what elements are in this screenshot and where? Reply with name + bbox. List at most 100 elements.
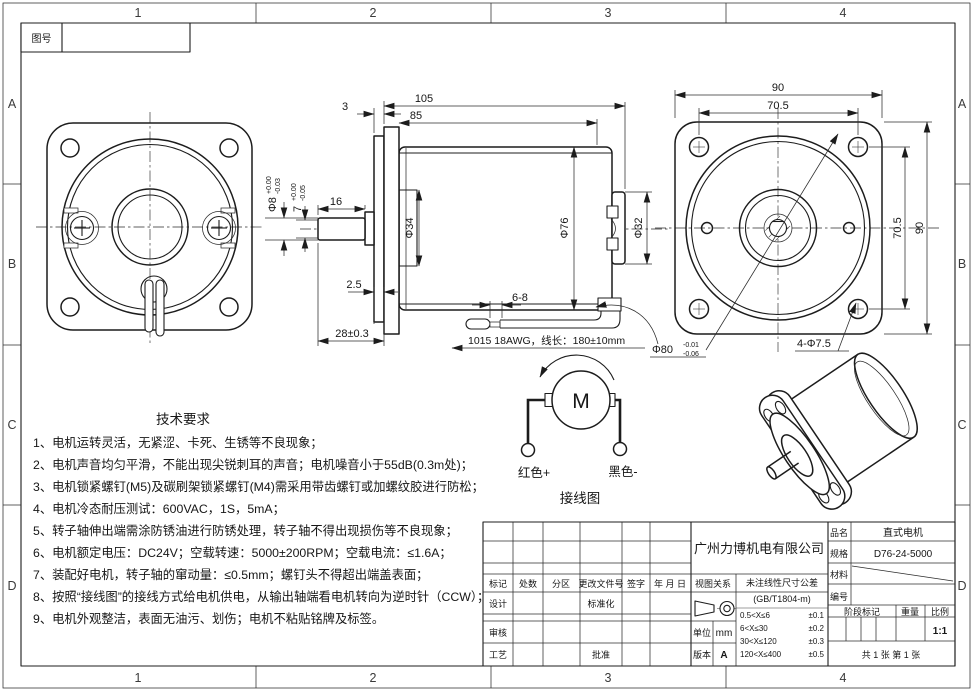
tol-range-2: 6<X≤30 <box>740 624 768 633</box>
zone-row-c-right: C <box>957 418 966 432</box>
right-screw-boss <box>202 207 236 249</box>
tech-requirement-4: 4、电机冷态耐压测试：600VAC，1S，5mA； <box>33 501 285 516</box>
process-label: 工艺 <box>489 650 507 660</box>
side-view <box>300 126 668 335</box>
rev-doc-header: 更改文件号 <box>578 578 623 589</box>
motor-symbol-label: M <box>572 390 590 413</box>
isometric-view <box>758 352 918 510</box>
left-screw-boss <box>63 207 99 249</box>
tech-requirement-8: 8、按照“接线图”的接线方式给电机供电，从输出轴端看电机转向为逆时针（CCW）； <box>33 589 489 604</box>
rev-count-header: 处数 <box>519 578 537 589</box>
material-blank-slash <box>851 565 954 582</box>
dim-7-group: 7 +0.00 -0.05 <box>291 183 307 212</box>
dim-70-5-right: 70.5 <box>892 217 904 238</box>
rear-corner-holes <box>688 136 869 320</box>
company-name: 广州力博机电有限公司 <box>694 541 824 556</box>
version-value: A <box>720 650 727 661</box>
tol-value-1: ±0.1 <box>808 611 824 620</box>
terminal-red <box>520 442 536 458</box>
dim-phi8-group: Φ8 +0.00 -0.03 <box>266 176 282 212</box>
dim-phi80: Φ80 <box>652 344 673 356</box>
dim-phi32: Φ32 <box>633 217 645 238</box>
sheet-count: 共 1 张 第 1 张 <box>862 649 921 660</box>
wiring-diagram: M 红色+ 黑色- 接线图 <box>518 354 638 506</box>
tech-requirement-9: 9、电机外观整洁，表面无油污、划伤；电机不粘贴铭牌及标签。 <box>33 611 384 626</box>
wiring-diagram-caption: 接线图 <box>560 490 601 506</box>
brush-cap <box>606 205 619 251</box>
tolerance-title: 未注线性尺寸公差 <box>746 577 818 588</box>
dim-2-5: 2.5 <box>346 279 361 291</box>
tech-requirement-1: 1、电机运转灵活，无紧涩、卡死、生锈等不良现象； <box>33 435 323 450</box>
dim-105: 105 <box>415 93 433 105</box>
check-label: 审核 <box>489 627 507 638</box>
tech-requirement-5: 5、转子轴伸出端需涂防锈油进行防锈处理，转子轴不得出现损伤等不良现象； <box>33 523 458 538</box>
dim-phi8: Φ8 <box>267 197 279 212</box>
dim-28: 28±0.3 <box>335 328 369 340</box>
spec-label: 规格 <box>830 548 848 559</box>
dim-phi8-upper-tol: +0.00 <box>266 176 273 194</box>
tol-range-1: 0.5<X≤6 <box>740 611 771 620</box>
tech-requirement-6: 6、电机额定电压：DC24V；空载转速：5000±200RPM；空载电流：≤1.… <box>33 545 452 560</box>
tech-requirement-2: 2、电机声音均匀平滑，不能出现尖锐刺耳的声音；电机噪音小于55dB(0.3m处)… <box>33 457 473 472</box>
dim-4-phi7-5: 4-Φ7.5 <box>797 338 831 350</box>
lead-wire-side <box>465 297 622 330</box>
design-label: 设计 <box>489 598 507 609</box>
zone-col-3-top: 3 <box>605 6 612 20</box>
zone-col-1-top: 1 <box>135 6 142 20</box>
tech-requirements-title: 技术要求 <box>156 412 210 427</box>
dim-phi76: Φ76 <box>559 217 571 238</box>
tol-value-2: ±0.2 <box>808 624 824 633</box>
drawing-number-box: 图号 <box>20 22 191 53</box>
terminal-black <box>612 441 628 457</box>
first-angle-projection-icon <box>694 600 736 617</box>
shaft-section <box>763 213 793 243</box>
zone-col-1-bottom: 1 <box>135 671 142 685</box>
version-label: 版本 <box>693 649 711 660</box>
dim-3: 3 <box>342 101 348 113</box>
technical-requirements: 技术要求 1、电机运转灵活，无紧涩、卡死、生锈等不良现象； 2、电机声音均匀平滑… <box>33 412 489 626</box>
dim-16: 16 <box>330 196 342 208</box>
zone-row-b-right: B <box>958 257 966 271</box>
product-name-value: 直式电机 <box>883 526 923 539</box>
scale-value: 1:1 <box>933 626 948 637</box>
dim-70-5-top: 70.5 <box>767 100 788 112</box>
dim-7-upper-tol: +0.00 <box>291 183 298 201</box>
dim-90-top: 90 <box>772 82 784 94</box>
zone-col-4-top: 4 <box>840 6 847 20</box>
stage-mark-label: 阶段标记 <box>844 606 880 617</box>
zone-col-2-top: 2 <box>370 6 377 20</box>
black-wire-label: 黑色- <box>608 464 637 479</box>
dim-phi80-group: Φ80 -0.01 -0.06 <box>595 133 839 358</box>
scale-label: 比例 <box>931 606 949 617</box>
zone-col-4-bottom: 4 <box>840 671 847 685</box>
unit-label: 单位 <box>693 627 711 638</box>
zone-row-a-left: A <box>8 97 17 111</box>
tech-requirement-3: 3、电机锁紧螺钉(M5)及碳刷架锁紧螺钉(M4)需采用带齿螺钉或加螺纹胶进行防松… <box>33 479 484 494</box>
zone-row-b-left: B <box>8 257 16 271</box>
zone-row-d-right: D <box>957 579 966 593</box>
rev-mark-header: 标记 <box>489 578 507 589</box>
tol-value-4: ±0.5 <box>808 650 824 659</box>
rev-date-header: 年 月 日 <box>654 578 686 589</box>
dim-phi34: Φ34 <box>404 217 416 238</box>
unit-value: mm <box>716 628 733 639</box>
tech-requirement-7: 7、装配好电机，转子轴的窜动量：≤0.5mm；螺钉头不得超出端盖表面； <box>33 567 428 582</box>
title-block: 标记 处数 分区 更改文件号 签字 年 月 日 设计 标准化 审核 工艺 批准 … <box>482 521 956 667</box>
zone-row-d-left: D <box>7 579 16 593</box>
view-relation-label: 视图关系 <box>695 578 731 589</box>
zone-row-c-left: C <box>7 418 16 432</box>
front-view <box>36 112 264 343</box>
approve-label: 批准 <box>592 649 610 660</box>
dim-85: 85 <box>410 110 422 122</box>
dim-90-right: 90 <box>914 222 926 234</box>
dim-7: 7 <box>292 206 304 212</box>
wire-spec-note: 1015 18AWG，线长：180±10mm <box>468 334 625 347</box>
standardization-label: 标准化 <box>587 598 614 609</box>
dim-phi80-lower-tol: -0.06 <box>683 351 699 358</box>
dim-phi80-upper-tol: -0.01 <box>683 342 699 349</box>
zone-col-2-bottom: 2 <box>370 671 377 685</box>
rev-zone-header: 分区 <box>552 579 570 589</box>
zone-row-a-right: A <box>958 97 967 111</box>
rear-view-dimensions: 90 70.5 70.5 90 4-Φ7.5 Φ80 -0.01 -0.06 <box>595 82 932 358</box>
